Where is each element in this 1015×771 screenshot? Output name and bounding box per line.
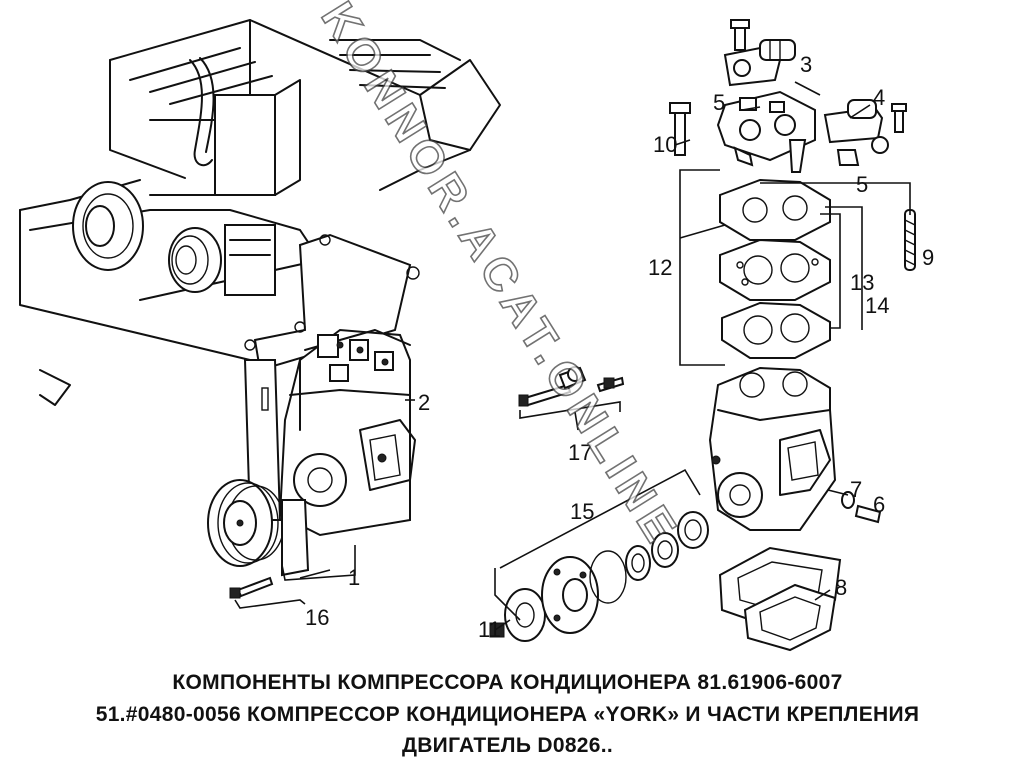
callout-4: 4 [873, 85, 885, 110]
bolts-kit-drawing [518, 366, 625, 431]
caption-line-1: КОМПОНЕНТЫ КОМПРЕССОРА КОНДИЦИОНЕРА 81.6… [172, 671, 843, 694]
callout-11: 11 [478, 617, 501, 642]
leader-lines-right [494, 81, 911, 631]
caption-line-2: 51.#0480-0056 КОМПРЕССОР КОНДИЦИОНЕРА «Y… [95, 703, 920, 726]
exploded-compressor-body-drawing [708, 366, 837, 531]
callout-9: 9 [922, 245, 934, 270]
service-valve-side-drawing [823, 99, 907, 166]
engine-block-drawing [19, 19, 501, 406]
callout-12: 12 [648, 255, 672, 280]
callout-5a: 5 [713, 90, 725, 115]
callout-5b: 5 [856, 172, 868, 197]
callout-8: 8 [835, 575, 847, 600]
callout-3: 3 [800, 52, 812, 77]
callout-6: 6 [873, 492, 885, 517]
valve-plate-gaskets-drawing [719, 178, 831, 359]
caption-line-3: ДВИГАТЕЛЬ D0826.. [401, 734, 614, 757]
callout-14: 14 [865, 293, 889, 318]
mounted-compressor-drawing [207, 328, 416, 599]
base-gaskets-drawing [718, 546, 842, 652]
cylinder-head-drawing [716, 90, 816, 173]
small-parts-right-drawing [841, 209, 916, 524]
callout-7: 7 [850, 477, 862, 502]
callout-10: 10 [653, 132, 677, 157]
callout-16: 16 [305, 605, 329, 630]
callout-1: 1 [348, 565, 360, 590]
callout-15: 15 [570, 499, 594, 524]
callout-2: 2 [418, 390, 430, 415]
callout-numbers: 1 2 3 4 5 5 6 7 8 9 10 11 12 13 14 15 16… [305, 52, 934, 642]
callout-13: 13 [850, 270, 874, 295]
callout-17: 17 [568, 440, 592, 465]
leader-lines-left [234, 399, 415, 609]
service-valve-top-drawing [723, 19, 796, 87]
bolt-10-drawing [669, 102, 691, 156]
shaft-seal-kit-drawing [489, 511, 709, 642]
